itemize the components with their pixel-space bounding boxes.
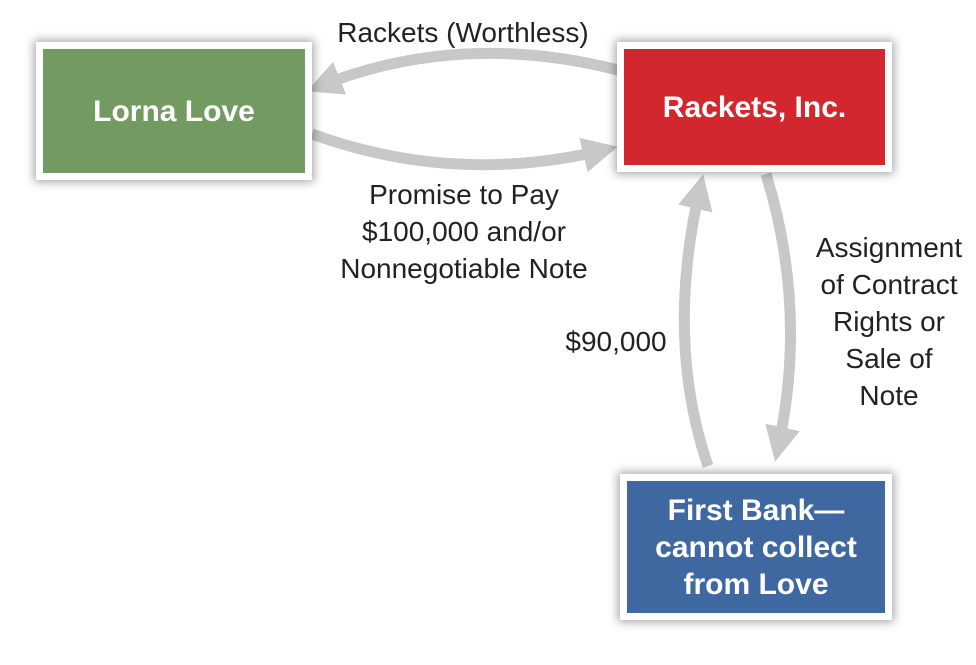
- assignment-line-1: Assignment: [815, 232, 963, 263]
- first-bank-line-1: First Bank—: [667, 493, 845, 527]
- promise-line-2: $100,000 and/or: [362, 216, 566, 247]
- arrow-bank-to-rackets: [678, 174, 714, 468]
- lorna-love-node: Lorna Love: [36, 42, 312, 180]
- edge-label-assignment: Assignment of Contract Rights or Sale of…: [802, 229, 976, 414]
- arrow-rackets-to-bank: [760, 172, 800, 462]
- first-bank-line-2: cannot collect: [655, 530, 857, 564]
- rackets-inc-label: Rackets, Inc.: [662, 90, 847, 124]
- edge-label-rackets-worthless: Rackets (Worthless): [337, 17, 589, 48]
- first-bank-line-3: from Love: [683, 567, 829, 601]
- rackets-inc-node: Rackets, Inc.: [617, 42, 892, 172]
- lorna-love-label: Lorna Love: [93, 94, 255, 128]
- promise-line-1: Promise to Pay: [369, 179, 559, 210]
- promise-line-3: Nonnegotiable Note: [340, 253, 588, 284]
- assignment-line-2: of Contract: [820, 269, 958, 300]
- edge-label-promise-to-pay: Promise to Pay $100,000 and/or Nonnegoti…: [318, 176, 610, 287]
- assignment-line-5: Note: [859, 380, 919, 411]
- arrow-lorna-to-rackets: [310, 128, 618, 173]
- assignment-line-3: Rights or: [832, 306, 946, 337]
- assignment-line-4: Sale of: [845, 343, 933, 374]
- first-bank-node: First Bank— cannot collect from Love: [620, 474, 892, 620]
- arrow-rackets-to-lorna: [306, 47, 620, 95]
- first-bank-label: First Bank— cannot collect from Love: [647, 492, 865, 603]
- edge-label-ninety-thousand: $90,000: [565, 326, 667, 357]
